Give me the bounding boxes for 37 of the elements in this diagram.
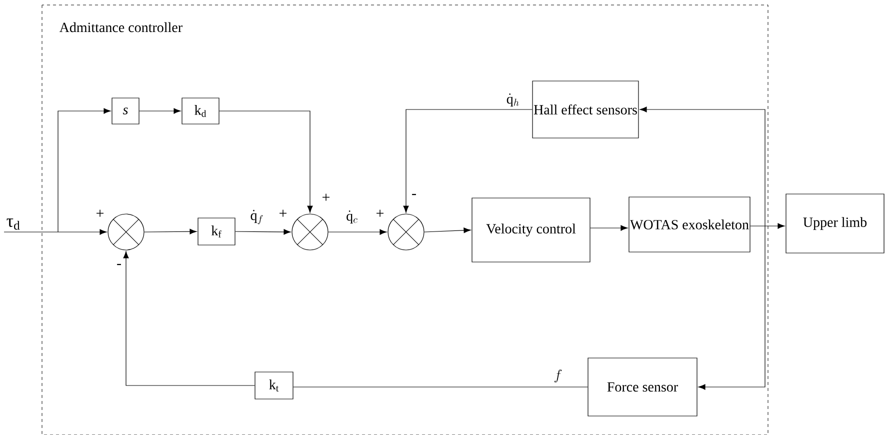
- block-box: Velocity control: [472, 198, 590, 262]
- signal-arrow: [219, 110, 313, 213]
- signal-arrow: [328, 229, 387, 235]
- signal-label: $f$: [554, 369, 562, 383]
- signal-label: $\dot{\mathrm{q}}_{h}$: [506, 93, 519, 107]
- signal-arrow: [424, 228, 471, 234]
- signal-arrow: [698, 224, 766, 390]
- block-box: s: [112, 98, 140, 124]
- signal-arrow: [144, 228, 197, 234]
- sign-label: -: [412, 194, 416, 196]
- signal-arrow: [4, 229, 107, 235]
- block-box: Upper limb: [786, 194, 884, 254]
- signal-arrow: [590, 225, 628, 231]
- signal-arrow: [750, 223, 785, 229]
- input-signal: τ$_{d}$: [6, 218, 20, 230]
- signal-arrow: [58, 108, 111, 232]
- block-box: Hall effect sensors: [532, 80, 639, 138]
- signal-label: $\dot{\mathrm{q}}_{f}$: [250, 210, 263, 224]
- block-box: WOTAS exoskeleton: [628, 196, 750, 252]
- sign-label: +: [280, 210, 286, 217]
- summing-junction: [388, 214, 424, 250]
- sign-label: -: [117, 264, 121, 266]
- signal-arrow: [235, 229, 291, 235]
- summing-junction: [108, 214, 144, 250]
- block-box: Force sensor: [588, 358, 698, 416]
- block-box: k$_{f}$: [198, 218, 236, 246]
- signal-arrow: [139, 108, 181, 114]
- sign-label: +: [376, 210, 384, 217]
- signal-label: $\dot{\mathrm{q}}_{c}$: [346, 210, 358, 224]
- block-box: k$_{d}$: [182, 98, 220, 124]
- summing-junction: [292, 214, 328, 250]
- signal-arrow: [123, 251, 256, 386]
- signal-arrow: [403, 109, 533, 213]
- block-box: k$_{t}$: [254, 372, 294, 400]
- sign-label: +: [322, 194, 330, 201]
- sign-label: +: [96, 210, 104, 217]
- signal-arrow: [640, 106, 766, 226]
